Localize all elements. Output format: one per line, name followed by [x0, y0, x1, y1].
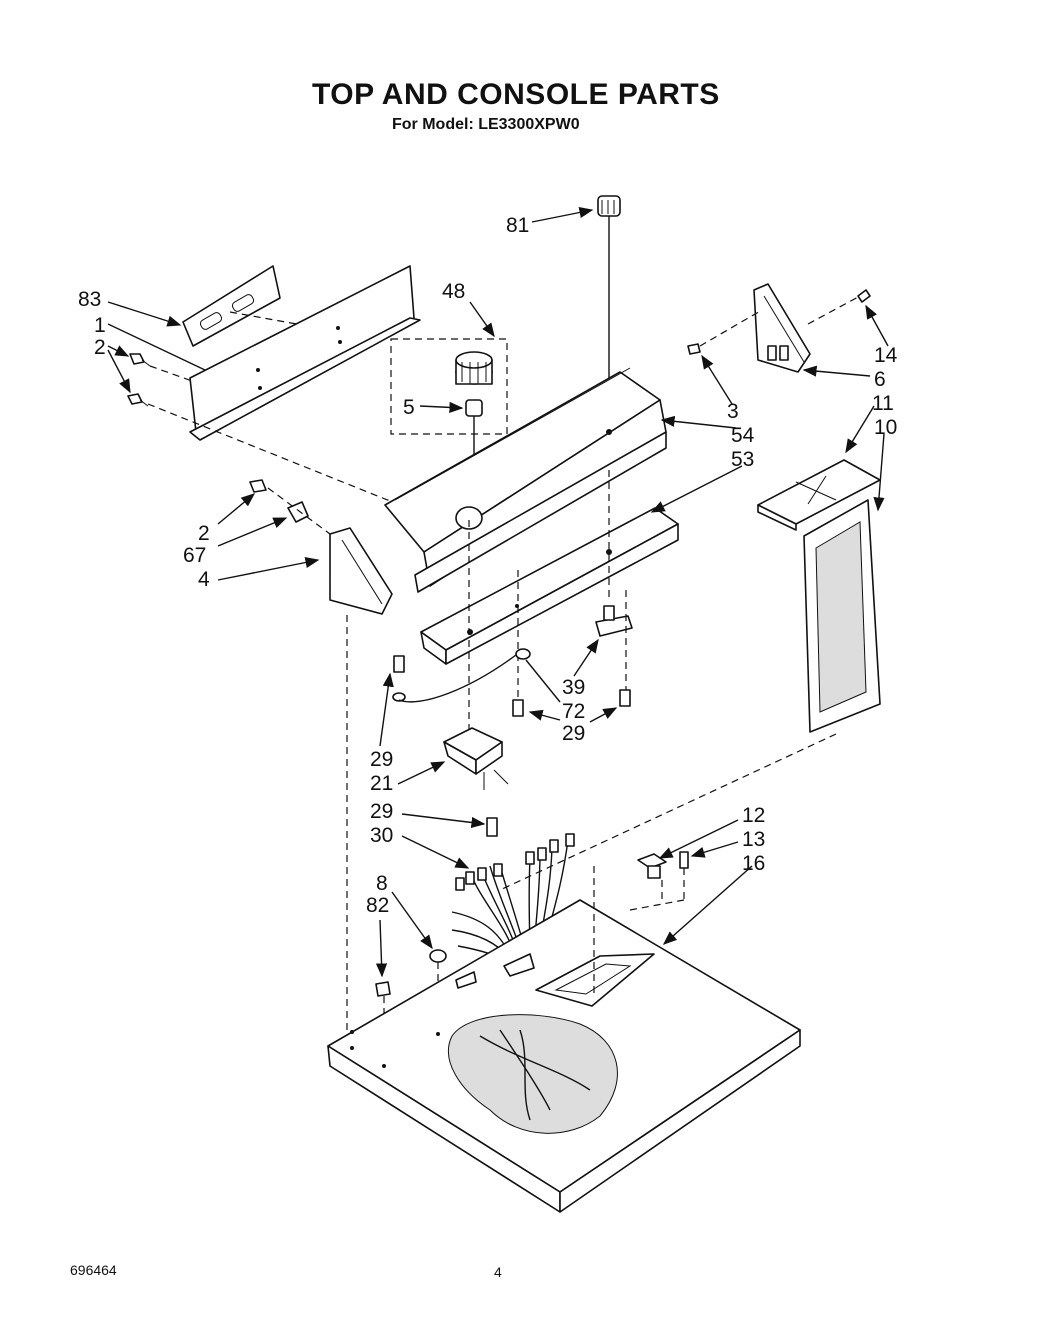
screw-29-b: [619, 689, 631, 707]
rail-1: [189, 265, 421, 441]
page-number: 4: [494, 1264, 502, 1280]
bracket-39: [595, 590, 633, 690]
callout-67: 67: [183, 544, 206, 567]
screw-2-left: [249, 479, 267, 493]
callout-4: 4: [198, 568, 210, 591]
page-title: TOP AND CONSOLE PARTS: [312, 78, 720, 111]
grommet-8: [429, 949, 447, 1030]
bracket-12: [637, 853, 667, 879]
screw-29-d: [486, 817, 498, 837]
top-panel: [327, 866, 801, 1213]
callout-39: 39: [562, 676, 585, 699]
console-panel-54: [384, 367, 667, 593]
callout-5: 5: [403, 396, 415, 419]
callout-29-right: 29: [562, 722, 585, 745]
callout-29-left: 29: [370, 748, 393, 771]
callout-6: 6: [874, 368, 886, 391]
callout-54: 54: [731, 424, 755, 447]
knob-assembly-48: [390, 338, 508, 508]
callout-2-left: 2: [198, 522, 210, 545]
callout-13: 13: [742, 828, 765, 851]
screw-29-a: [512, 699, 524, 717]
callout-10: 10: [874, 416, 897, 439]
callout-14: 14: [874, 344, 898, 367]
screw-13: [679, 851, 689, 869]
screw-14: [857, 289, 871, 303]
screw-3: [687, 343, 701, 355]
callout-21: 21: [370, 772, 393, 795]
switch-21: [443, 727, 509, 790]
callout-16: 16: [742, 852, 765, 875]
callout-12: 12: [742, 804, 765, 827]
callout-48: 48: [442, 280, 465, 303]
callout-3: 3: [727, 400, 739, 423]
callout-1: 1: [94, 314, 106, 337]
callout-8: 8: [376, 872, 388, 895]
callout-11: 11: [872, 392, 894, 415]
callout-2-top: 2: [94, 336, 106, 359]
callout-53: 53: [731, 448, 754, 471]
bracket-83: [182, 265, 331, 347]
callout-83: 83: [78, 288, 101, 311]
leader-lines: [107, 206, 889, 978]
callout-labels: 81 83 1 2 48 5 14 6 3 54 53 11 10 2 67 4…: [78, 214, 898, 917]
clip-72: [515, 648, 531, 660]
end-cap-4: [329, 527, 393, 1040]
screw-2-lower: [127, 393, 149, 407]
document-number: 696464: [70, 1262, 117, 1278]
end-cap-6: [699, 283, 861, 373]
callout-82: 82: [366, 894, 389, 917]
callout-29-mid: 29: [370, 800, 393, 823]
clip-67: [267, 487, 331, 535]
lint-screen-10: [499, 499, 881, 891]
screw-29-c: [392, 651, 521, 703]
channel-53: [420, 470, 679, 740]
callout-30: 30: [370, 824, 393, 847]
screw-2-upper: [129, 353, 151, 367]
model-subtitle: For Model: LE3300XPW0: [392, 116, 580, 133]
callout-72: 72: [562, 700, 585, 723]
callout-81: 81: [506, 214, 529, 237]
